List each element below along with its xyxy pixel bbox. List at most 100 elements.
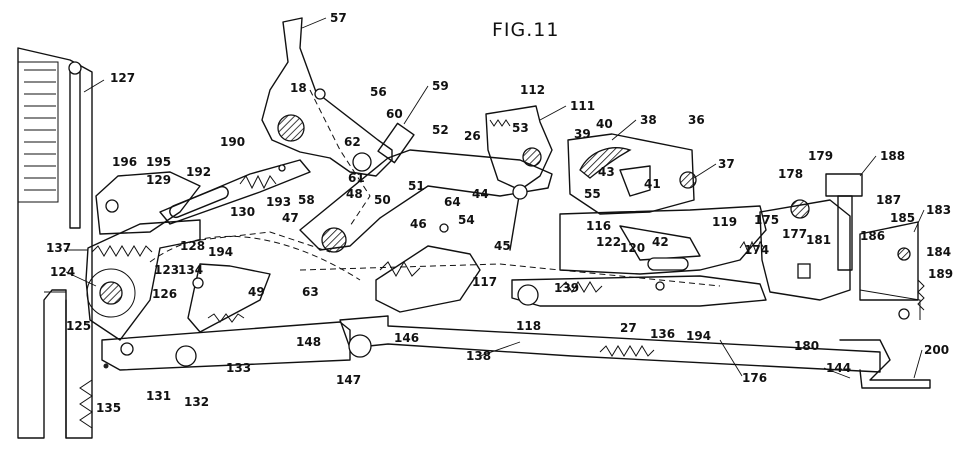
lever-49 — [149, 235, 361, 333]
label-184: 184 — [926, 245, 951, 259]
label-147: 147 — [336, 373, 361, 387]
label-146: 146 — [394, 331, 419, 345]
label-196: 196 — [112, 155, 137, 169]
label-117: 117 — [472, 275, 497, 289]
label-64: 64 — [444, 195, 461, 209]
label-116: 116 — [586, 219, 611, 233]
label-36: 36 — [688, 113, 705, 127]
label-178: 178 — [778, 167, 803, 181]
reference-labels: 57 18 56 62 60 59 52 26 112 53 111 39 40… — [46, 11, 953, 415]
label-135: 135 — [96, 401, 121, 415]
label-200: 200 — [924, 343, 949, 357]
label-188: 188 — [880, 149, 905, 163]
label-125: 125 — [66, 319, 91, 333]
dashed-linkage-2 — [199, 231, 331, 253]
label-134: 134 — [178, 263, 203, 277]
label-133: 133 — [226, 361, 251, 375]
label-137: 137 — [46, 241, 71, 255]
label-52: 52 — [432, 123, 449, 137]
lever-56 — [261, 17, 393, 227]
label-189: 189 — [928, 267, 953, 281]
link-190 — [159, 159, 311, 225]
label-18: 18 — [290, 81, 307, 95]
label-120: 120 — [620, 241, 645, 255]
plate-119 — [559, 205, 767, 275]
label-118: 118 — [516, 319, 541, 333]
label-194-lower: 194 — [686, 329, 711, 343]
label-129: 129 — [146, 173, 171, 187]
label-56: 56 — [370, 85, 387, 99]
label-39: 39 — [574, 127, 591, 141]
label-112: 112 — [520, 83, 545, 97]
plate-38 — [567, 133, 697, 215]
lever-195 — [95, 171, 201, 235]
label-37: 37 — [718, 157, 735, 171]
right-assembly — [759, 173, 925, 320]
label-27: 27 — [620, 321, 637, 335]
label-44: 44 — [472, 187, 489, 201]
bar-138 — [339, 315, 931, 389]
label-55: 55 — [584, 187, 601, 201]
label-53: 53 — [512, 121, 529, 135]
label-174: 174 — [744, 243, 769, 257]
label-40: 40 — [596, 117, 613, 131]
label-186: 186 — [860, 229, 885, 243]
label-177: 177 — [782, 227, 807, 241]
label-124: 124 — [50, 265, 75, 279]
label-130: 130 — [230, 205, 255, 219]
label-45: 45 — [494, 239, 511, 253]
label-111: 111 — [570, 99, 595, 113]
label-26: 26 — [464, 129, 481, 143]
label-58: 58 — [298, 193, 315, 207]
label-126: 126 — [152, 287, 177, 301]
label-136: 136 — [650, 327, 675, 341]
label-50: 50 — [374, 193, 391, 207]
label-46: 46 — [410, 217, 427, 231]
label-127: 127 — [110, 71, 135, 85]
label-63: 63 — [302, 285, 319, 299]
label-60: 60 — [386, 107, 403, 121]
label-59: 59 — [432, 79, 449, 93]
label-192: 192 — [186, 165, 211, 179]
label-119: 119 — [712, 215, 737, 229]
link-194 — [511, 275, 767, 307]
label-47: 47 — [282, 211, 299, 225]
label-139: 139 — [554, 281, 579, 295]
label-122: 122 — [596, 235, 621, 249]
label-131: 131 — [146, 389, 171, 403]
bar-131 — [101, 321, 351, 371]
label-148: 148 — [296, 335, 321, 349]
lever-46 — [375, 223, 481, 313]
label-181: 181 — [806, 233, 831, 247]
label-132: 132 — [184, 395, 209, 409]
leader-lines — [64, 17, 925, 379]
label-179: 179 — [808, 149, 833, 163]
label-41: 41 — [644, 177, 661, 191]
label-190: 190 — [220, 135, 245, 149]
label-180: 180 — [794, 339, 819, 353]
label-49: 49 — [248, 285, 265, 299]
label-42: 42 — [652, 235, 669, 249]
label-123: 123 — [154, 263, 179, 277]
label-194-upper: 194 — [208, 245, 233, 259]
label-61: 61 — [348, 171, 365, 185]
label-51: 51 — [408, 179, 425, 193]
label-185: 185 — [890, 211, 915, 225]
label-183: 183 — [926, 203, 951, 217]
label-43: 43 — [598, 165, 615, 179]
label-138: 138 — [466, 349, 491, 363]
sector-112 — [485, 105, 553, 251]
label-187: 187 — [876, 193, 901, 207]
label-57: 57 — [330, 11, 347, 25]
label-175: 175 — [754, 213, 779, 227]
label-176: 176 — [742, 371, 767, 385]
label-195: 195 — [146, 155, 171, 169]
left-frame — [17, 47, 93, 439]
label-54: 54 — [458, 213, 475, 227]
figure-title: FIG.11 — [492, 19, 559, 41]
label-193: 193 — [266, 195, 291, 209]
hub-124 — [85, 219, 201, 341]
label-38: 38 — [640, 113, 657, 127]
label-48: 48 — [346, 187, 363, 201]
